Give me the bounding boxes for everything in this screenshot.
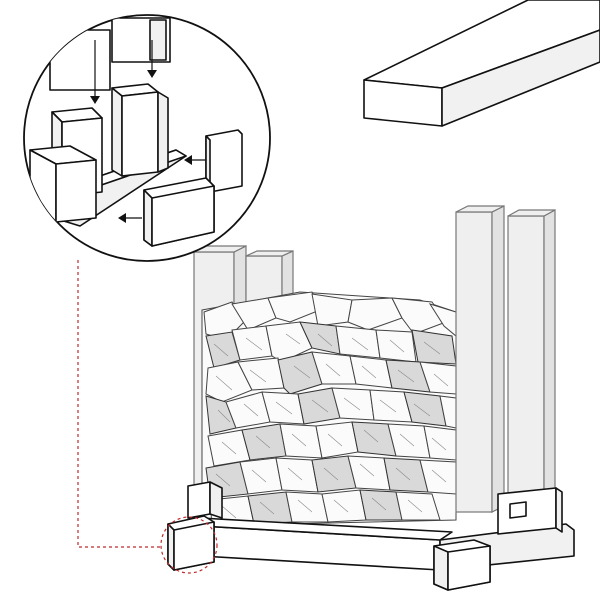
callout-leader-line — [77, 260, 161, 548]
corner-bracket-front-right — [433, 539, 491, 591]
detail-bottom-block — [143, 177, 215, 247]
corner-bracket-rear-left — [187, 481, 223, 519]
callout-target-circle — [160, 516, 218, 574]
detail-arrows — [90, 40, 206, 223]
detail-callout — [23, 14, 271, 262]
firewood-stack — [201, 291, 457, 527]
corner-bracket-front-left — [167, 515, 215, 571]
detail-front-block — [29, 145, 97, 223]
corner-bracket-right — [497, 487, 563, 535]
loose-beam — [363, 0, 600, 127]
front-right-post — [455, 205, 505, 513]
front-right-post-2 — [507, 208, 556, 497]
